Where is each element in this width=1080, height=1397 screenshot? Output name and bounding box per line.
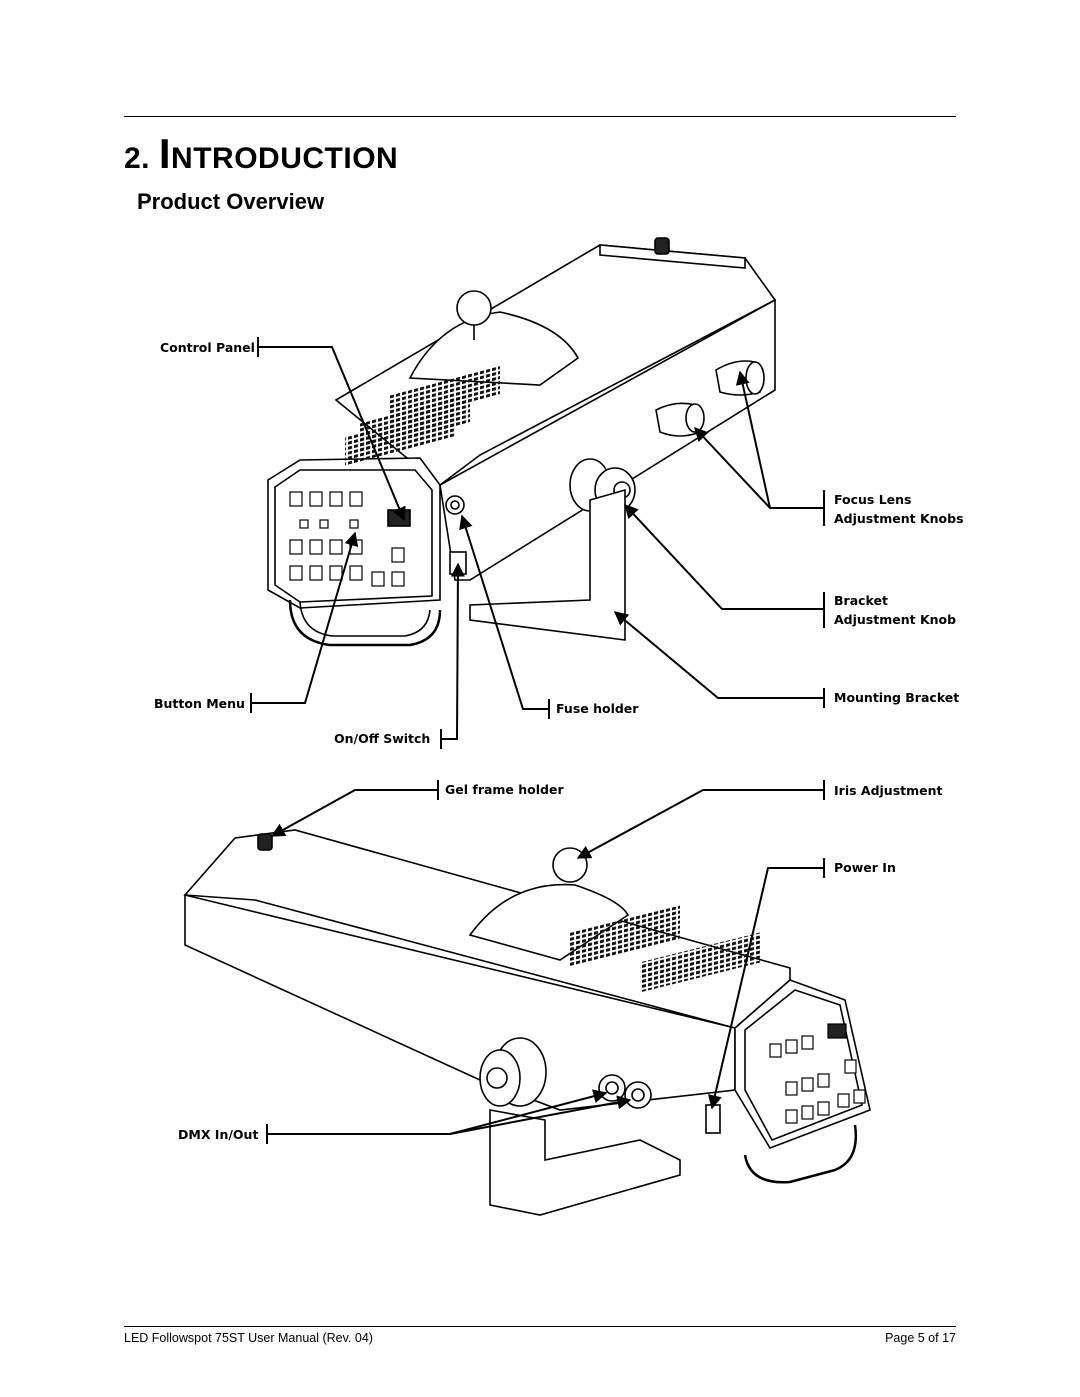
chapter-first-letter: I — [158, 130, 172, 177]
callout-bracket-line1: Bracket — [834, 593, 888, 608]
fixture-top-view — [267, 237, 777, 647]
callout-control-panel: Control Panel — [160, 340, 255, 355]
callout-power-in: Power In — [834, 860, 896, 875]
footer-page-number: Page 5 of 17 — [885, 1331, 956, 1345]
chapter-title-rest: NTRODUCTION — [171, 142, 399, 175]
callout-dmx-in-out: DMX In/Out — [178, 1127, 259, 1142]
callout-focus-lens-line1: Focus Lens — [834, 492, 912, 507]
callout-on-off-switch: On/Off Switch — [334, 731, 431, 746]
callout-leaders — [250, 337, 825, 1144]
chapter-heading: 2. INTRODUCTION — [124, 130, 398, 178]
chapter-number: 2. — [124, 142, 151, 175]
callout-bracket-line2: Adjustment Knob — [834, 612, 957, 627]
callout-mounting-bracket: Mounting Bracket — [834, 690, 960, 705]
footer-manual-title: LED Followspot 75ST User Manual (Rev. 04… — [124, 1331, 373, 1345]
callout-fuse-holder: Fuse holder — [556, 701, 639, 716]
callout-gel-frame-holder: Gel frame holder — [445, 782, 564, 797]
footer-rule — [124, 1326, 956, 1327]
callout-focus-lens-line2: Adjustment Knobs — [834, 511, 964, 526]
fixture-rear-view — [183, 829, 871, 1216]
header-rule — [124, 116, 956, 117]
callout-iris-adjustment: Iris Adjustment — [834, 783, 943, 798]
section-title: Product Overview — [137, 189, 325, 214]
callout-button-menu: Button Menu — [154, 696, 245, 711]
